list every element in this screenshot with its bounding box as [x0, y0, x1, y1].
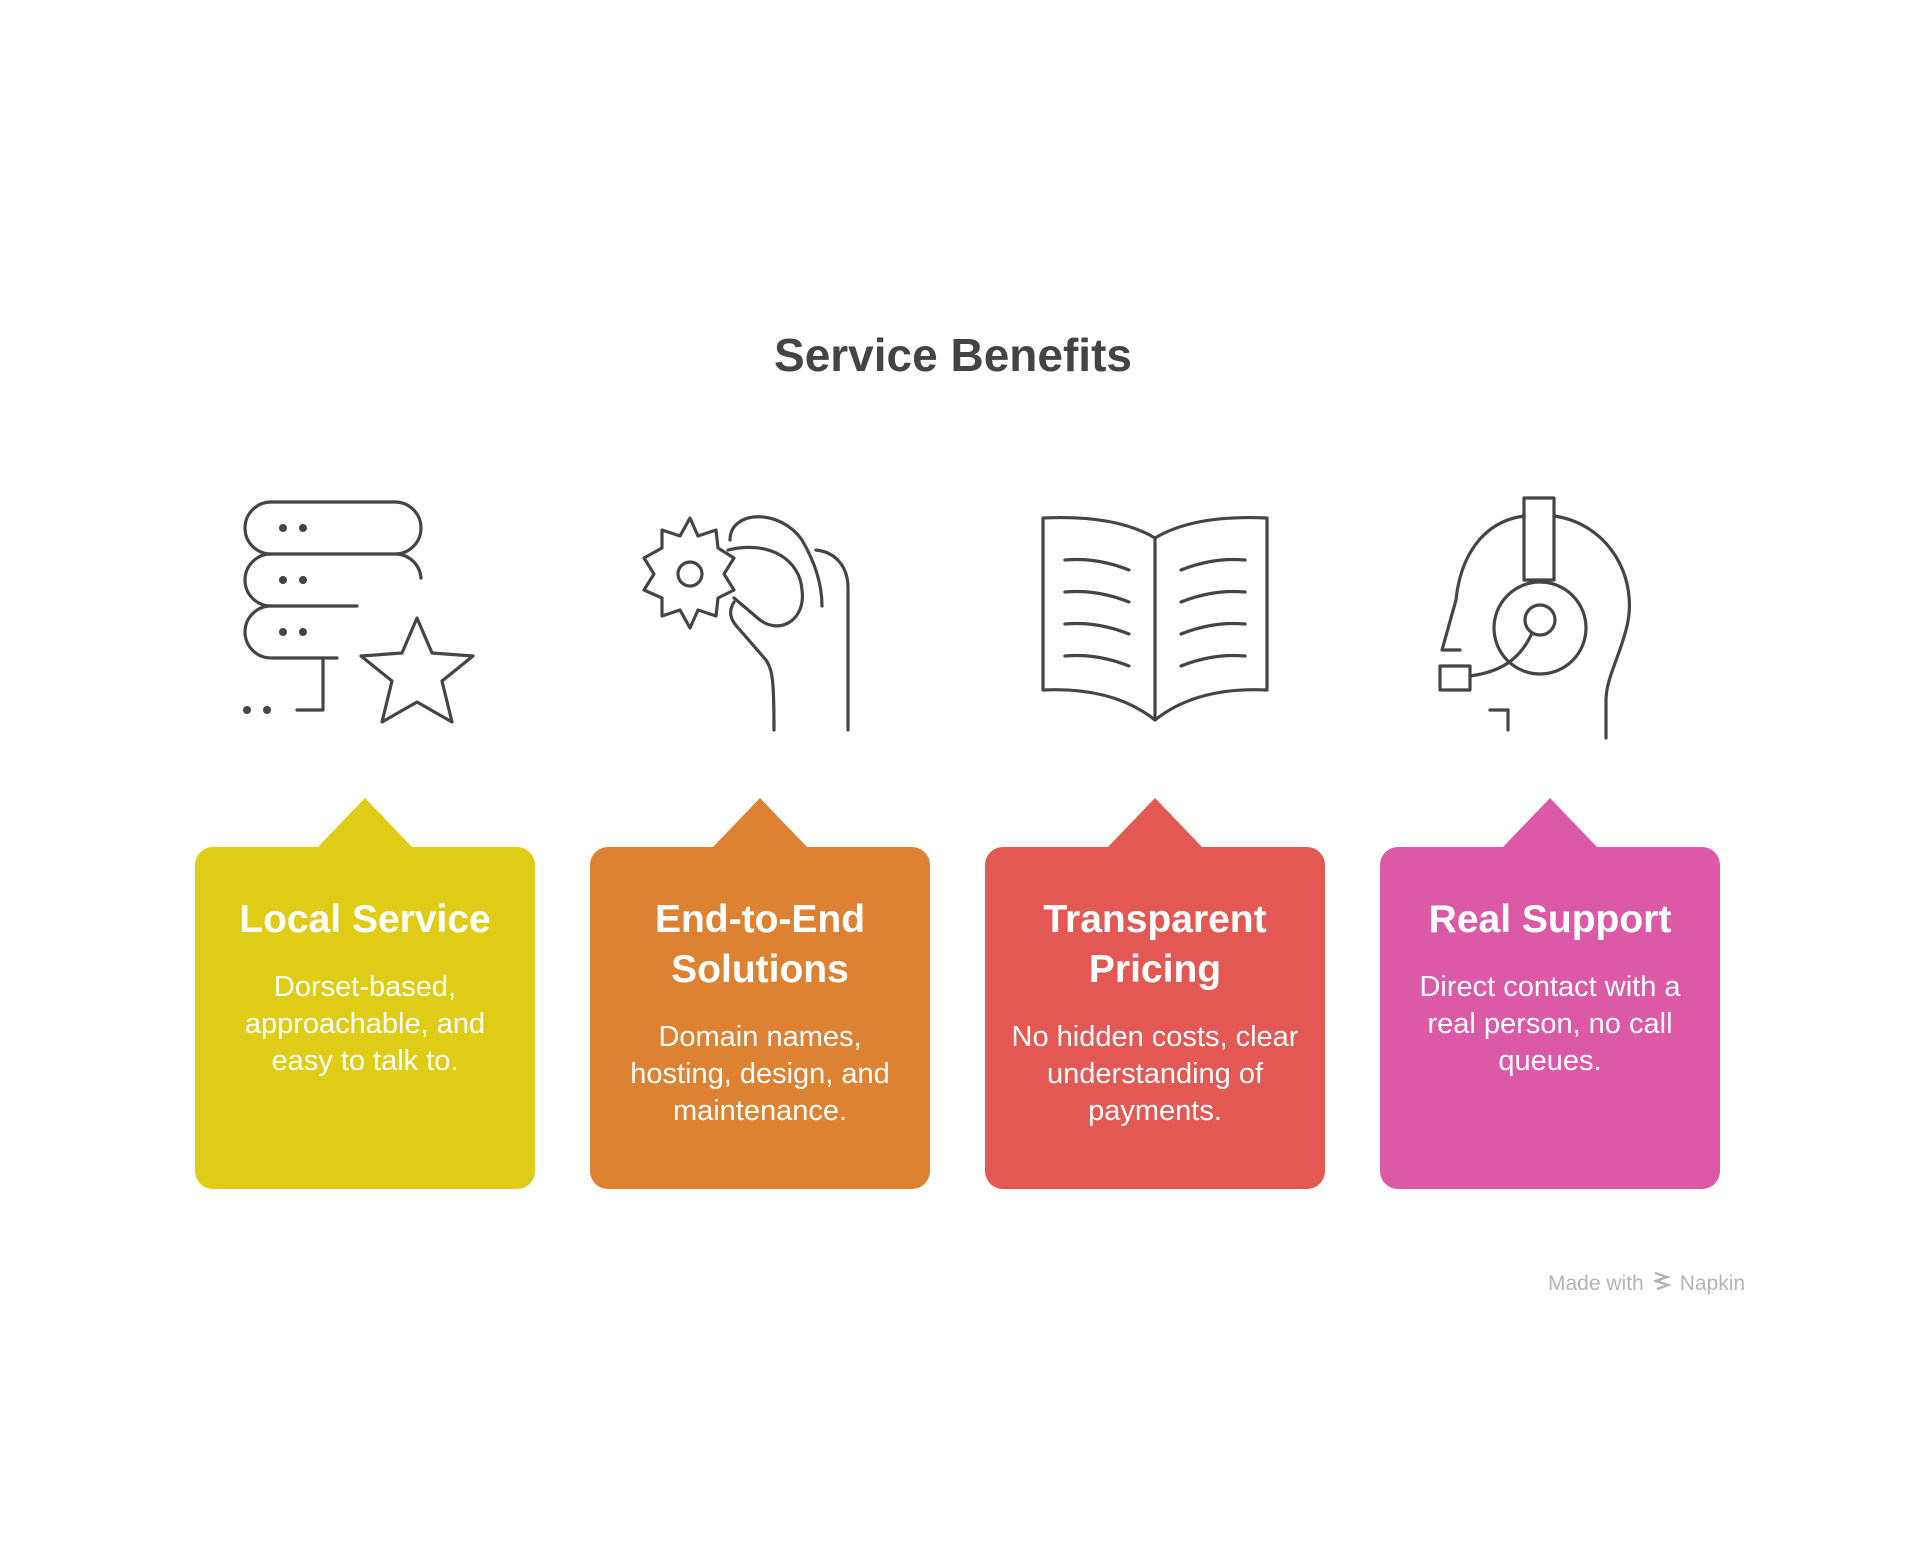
- headset-person-icon: [1420, 490, 1680, 750]
- diagram-title: Service Benefits: [774, 329, 1132, 381]
- benefit-card: Real Support Direct contact with a real …: [1380, 847, 1720, 1189]
- made-with-napkin-badge: Made with Napkin: [1548, 1270, 1745, 1298]
- open-book-icon: [1025, 490, 1285, 750]
- made-with-label: Made with: [1548, 1272, 1644, 1295]
- server-star-icon: [235, 490, 495, 750]
- benefit-heading: Transparent Pricing: [1043, 898, 1267, 991]
- benefit-description: Dorset-based, approachable, and easy to …: [244, 971, 486, 1077]
- benefit-card: End-to-End Solutions Domain names, hosti…: [590, 847, 930, 1189]
- benefit-description: Domain names, hosting, design, and maint…: [630, 1021, 890, 1127]
- benefit-heading: Real Support: [1428, 898, 1672, 941]
- card-pointer: [1502, 798, 1598, 848]
- benefit-card: Local Service Dorset-based, approachable…: [195, 847, 535, 1189]
- napkin-logo-icon: [1651, 1270, 1672, 1298]
- napkin-brand-label: Napkin: [1679, 1272, 1746, 1295]
- benefit-description: Direct contact with a real person, no ca…: [1419, 971, 1681, 1077]
- benefit-card: Transparent Pricing No hidden costs, cle…: [985, 847, 1325, 1189]
- card-pointer: [317, 798, 413, 848]
- benefit-heading: End-to-End Solutions: [654, 898, 866, 991]
- card-pointer: [712, 798, 808, 848]
- card-pointer: [1107, 798, 1203, 848]
- hand-gear-icon: [630, 490, 890, 750]
- benefit-heading: Local Service: [239, 898, 491, 941]
- benefit-description: No hidden costs, clear understanding of …: [1011, 1021, 1299, 1127]
